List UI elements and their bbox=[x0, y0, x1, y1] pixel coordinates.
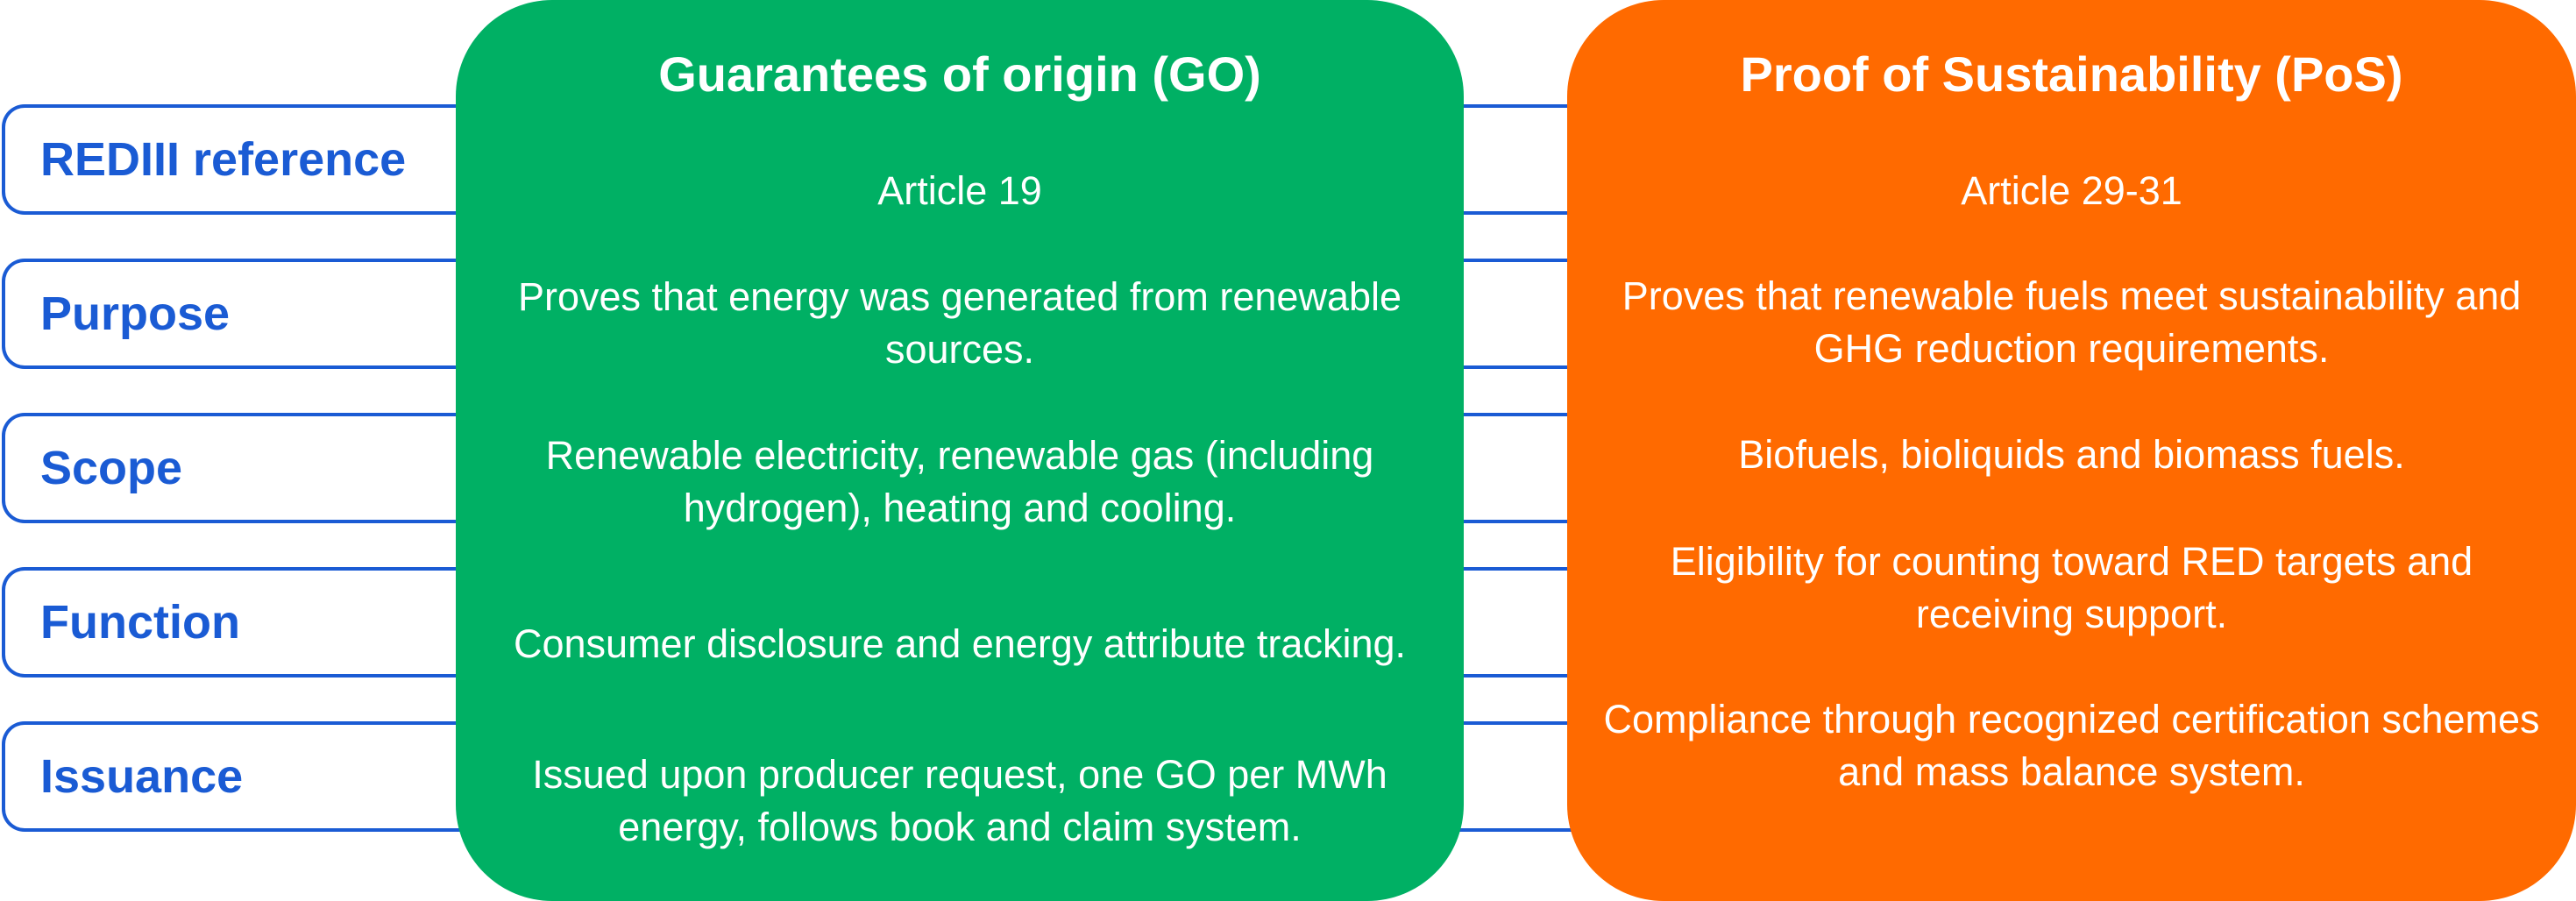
pos-cell-rediii-reference: Article 29-31 bbox=[1961, 168, 2182, 213]
pos-cell-scope: Biofuels, bioliquids and biomass fuels. bbox=[1738, 432, 2405, 477]
pos-column-title: Proof of Sustainability (PoS) bbox=[1740, 46, 2403, 102]
go-cell-purpose: Proves that energy was generated from re… bbox=[517, 274, 1402, 372]
row-label-text: Scope bbox=[40, 442, 183, 494]
go-cell-function: Consumer disclosure and energy attribute… bbox=[513, 621, 1406, 666]
row-label-text: REDIII reference bbox=[40, 133, 407, 186]
go-cell-scope: Renewable electricity, renewable gas (in… bbox=[545, 433, 1374, 530]
row-label-text: Function bbox=[40, 596, 240, 649]
pos-cell-function: Eligibility for counting toward RED targ… bbox=[1670, 539, 2473, 636]
go-cell-issuance: Issued upon producer request, one GO per… bbox=[532, 752, 1387, 849]
row-label-text: Purpose bbox=[40, 287, 231, 340]
pos-cell-issuance: Compliance through recognized certificat… bbox=[1603, 697, 2540, 794]
row-label-text: Issuance bbox=[40, 750, 244, 803]
row-label-purpose: Purpose bbox=[2, 259, 493, 369]
row-label-issuance: Issuance bbox=[2, 721, 493, 832]
row-label-rediii-reference: REDIII reference bbox=[2, 104, 493, 215]
go-cell-rediii-reference: Article 19 bbox=[877, 168, 1042, 213]
pos-column: Proof of Sustainability (PoS) Article 29… bbox=[1567, 0, 2576, 901]
go-column: Guarantees of origin (GO) Article 19 Pro… bbox=[456, 0, 1464, 901]
go-column-title: Guarantees of origin (GO) bbox=[658, 46, 1261, 102]
row-label-scope: Scope bbox=[2, 413, 493, 523]
row-label-function: Function bbox=[2, 567, 493, 678]
pos-cell-purpose: Proves that renewable fuels meet sustain… bbox=[1622, 273, 2522, 371]
